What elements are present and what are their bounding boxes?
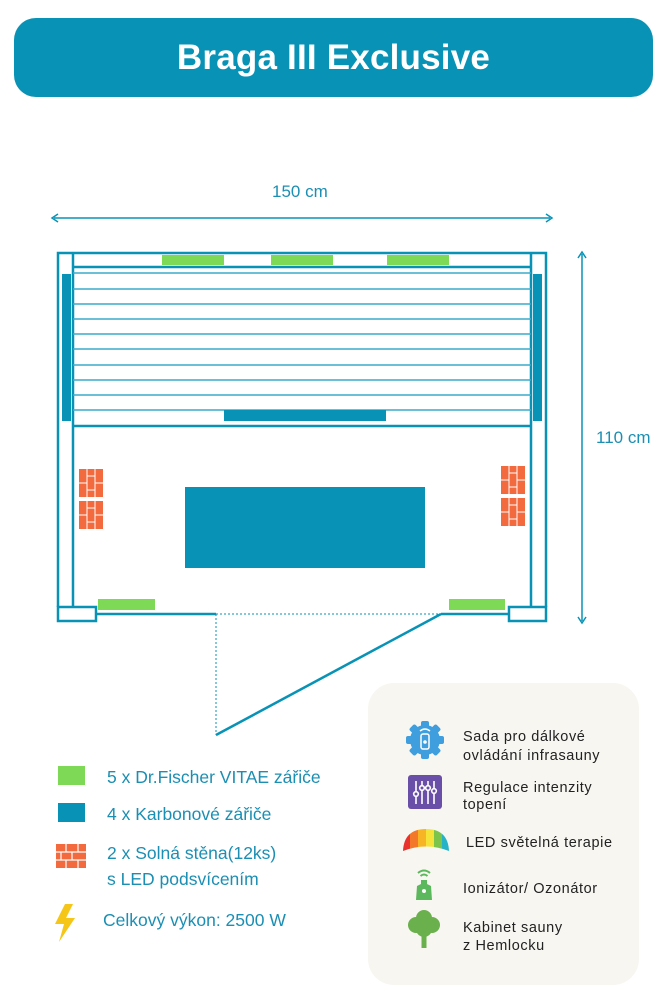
salt-wall [500, 465, 526, 495]
feature-label: Kabinet sauny [463, 920, 563, 936]
feature-label: topení [463, 797, 507, 813]
green-heater-swatch-icon [58, 766, 85, 785]
legend-label: Celkový výkon: 2500 W [103, 910, 286, 930]
rainbow-icon [403, 829, 449, 851]
vitae-heater [449, 599, 505, 610]
width-dimension-arrow [50, 213, 554, 223]
feature-label: ovládání infrasauny [463, 748, 601, 764]
vitae-heater [387, 255, 449, 265]
carbon-heater [62, 274, 71, 421]
blue-carbon-swatch-icon [58, 803, 85, 822]
feature-label: Sada pro dálkové [463, 729, 586, 745]
feature-label: z Hemlocku [463, 938, 545, 954]
tree-icon [408, 910, 440, 948]
carbon-heater [224, 410, 386, 421]
legend-label: s LED podsvícením [107, 869, 259, 889]
floor-plan [50, 213, 587, 737]
salt-wall [78, 500, 104, 530]
features-panel: Sada pro dálkové ovládání infrasauny Reg… [368, 683, 639, 985]
legend-label: 4 x Karbonové zářiče [107, 804, 272, 824]
ionizer-icon [416, 869, 432, 900]
carbon-heater [533, 274, 542, 421]
depth-dimension-arrow [577, 250, 587, 625]
sliders-icon [408, 775, 442, 809]
width-label: 150 cm [272, 182, 328, 201]
carbon-heater [185, 487, 425, 568]
vitae-heater [98, 599, 155, 610]
bench-slats [73, 272, 531, 411]
legend-label: 5 x Dr.Fischer VITAE zářiče [107, 767, 321, 787]
depth-label: 110 cm [596, 428, 651, 447]
vitae-heater [271, 255, 333, 265]
feature-label: Ionizátor/ Ozonátor [463, 881, 598, 897]
title-banner: Braga III Exclusive [14, 18, 653, 97]
door [215, 612, 442, 737]
feature-label: LED světelná terapie [466, 835, 613, 851]
brick-icon [56, 844, 86, 868]
salt-wall [500, 497, 526, 527]
legend-label: 2 x Solná stěna(12ks) [107, 843, 277, 863]
cabin-walls [56, 251, 548, 623]
vitae-heater [162, 255, 224, 265]
salt-wall [78, 468, 104, 498]
feature-label: Regulace intenzity [463, 780, 593, 796]
remote-gear-icon [406, 721, 444, 759]
page-title: Braga III Exclusive [176, 37, 491, 77]
lightning-icon [55, 904, 75, 942]
